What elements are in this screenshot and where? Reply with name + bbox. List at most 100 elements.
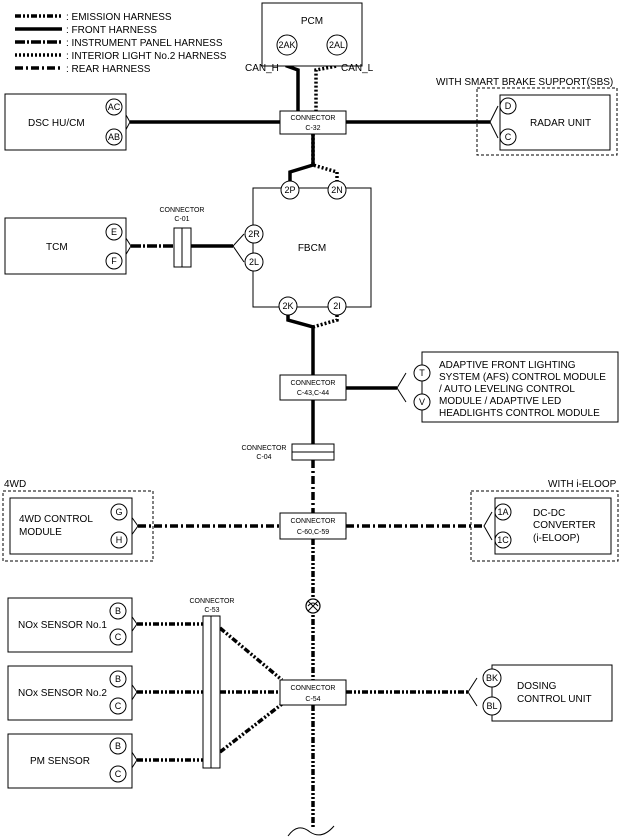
radar-pin-c [499,128,517,146]
nox1-pin-c-label: C [115,632,122,642]
fbcm-pin-2n-label: 2N [331,185,343,195]
fourwd-label-line-1: 4WD CONTROL [19,514,93,525]
connector-c60-c59: CONNECTOR C-60,C-59 [279,512,347,540]
nox1-module: NOx SENSOR No.1 B C [7,597,133,653]
pm-pin-c-label: C [115,769,122,779]
wire-c32-fbcm-2n [311,134,339,182]
dosing-pin-bl [482,696,502,716]
dosing-pin-bk [482,668,502,688]
connector-c43-c44-title: CONNECTOR [291,380,336,387]
nox1-label: NOx SENSOR No.1 [18,620,107,631]
connector-c60-c59-id: C-60,C-59 [297,529,329,536]
wire-pcm-can-l [314,51,339,111]
dsc-module: DSC HU/CM AC AB [4,93,127,151]
dosing-box [491,664,613,722]
nox2-module: NOx SENSOR No.2 B C [7,665,133,721]
connector-c43-c44-box [279,374,347,401]
dcdc-box [494,497,612,555]
nox1-pin-b [109,602,127,620]
tcm-pin-e-label: E [111,227,117,237]
wires [121,51,499,837]
pcm-pin-2al [326,34,348,56]
dsc-pin-ab-label: AB [108,132,120,142]
connector-c54-id: C-54 [305,696,320,703]
radar-module: RADAR UNIT D C [499,94,611,151]
afs-pin-v-label: V [419,397,425,407]
pm-pin-b [109,737,127,755]
fbcm-pin-2p [280,180,300,200]
can-h-label: CAN_H [245,63,279,74]
fbcm-pin-2l [244,252,264,272]
dosing-label-line-2: CONTROL UNIT [517,694,592,705]
connector-c04-id: C-04 [256,454,271,461]
connector-c01: CONNECTOR C-01 [160,207,205,268]
fbcm-pin-2p-label: 2P [284,185,295,195]
wire-fbcm-left-pin-join [232,233,245,263]
dsc-pin-ab [105,128,123,146]
connector-c43-c44-id: C-43,C-44 [297,390,329,397]
ieloop-group-label: WITH i-ELOOP [548,479,617,490]
fourwd-group-label: 4WD [4,479,26,490]
dcdc-label-line-1: DC-DC [533,508,565,519]
radar-pin-c-label: C [505,132,512,142]
connector-c32-box [279,110,347,135]
dsc-box [4,93,127,151]
fourwd-pin-h [110,531,128,549]
tcm-module: TCM E F [4,217,127,275]
nox2-pin-b-label: B [115,674,121,684]
tcm-label: TCM [46,242,68,253]
pm-label: PM SENSOR [30,756,90,767]
fbcm-module: FBCM 2P 2N 2R 2L 2K 2I [244,180,372,316]
sbs-group-label: WITH SMART BRAKE SUPPORT(SBS) [436,77,613,88]
radar-pin-d [499,97,517,115]
legend-rear-label: : REAR HARNESS [66,64,151,75]
afs-label-line-4: MODULE / ADAPTIVE LED [439,396,561,407]
connector-c60-c59-title: CONNECTOR [291,518,336,525]
afs-box [421,351,619,423]
dcdc-label-line-3: (i-ELOOP) [533,533,580,544]
connector-c53: CONNECTOR C-53 [190,598,235,769]
pcm-pin-2ak [276,34,298,56]
connector-c32-id: C-32 [305,125,320,132]
afs-label-line-3: / AUTO LEVELING CONTROL [439,384,575,395]
connector-c04-title: CONNECTOR [242,445,287,452]
nox1-pin-c [109,628,127,646]
dcdc-pin-1c [494,531,512,549]
tcm-pin-f [105,252,123,270]
wire-dcdc-pin-join [483,511,493,541]
pcm-box [261,2,363,67]
pcm-label: PCM [301,16,323,27]
fbcm-pin-2i [327,296,347,316]
tcm-pin-f-label: F [111,256,117,266]
fbcm-pin-2n [327,180,347,200]
legend: : EMISSION HARNESS : FRONT HARNESS : INS… [15,12,227,75]
fourwd-pin-h-label: H [116,535,123,545]
wire-fbcm-2i-c43 [312,315,339,329]
legend-emission-label: : EMISSION HARNESS [66,12,172,23]
connector-c53-title: CONNECTOR [190,598,235,605]
fbcm-pin-2k [278,296,298,316]
fbcm-pin-2l-label: 2L [249,257,259,267]
fourwd-pin-g-label: G [115,507,122,517]
dosing-module: DOSING CONTROL UNIT BK BL [482,664,613,722]
fbcm-pin-2k-label: 2K [282,301,293,311]
afs-label-line-2: SYSTEM (AFS) CONTROL MODULE [439,372,606,383]
dcdc-pin-1a [494,503,512,521]
wire-radar-pin-join [489,105,499,139]
fbcm-label: FBCM [298,243,326,254]
dosing-pin-bl-label: BL [486,701,497,711]
afs-label-line-5: HEADLIGHTS CONTROL MODULE [439,408,600,419]
connector-c54-box [279,679,347,706]
tcm-box [4,217,127,275]
pcm-pin-2ak-label: 2AK [278,40,295,50]
dsc-pin-ac [105,98,123,116]
fourwd-box [9,497,133,555]
connector-c53-id: C-53 [204,607,219,614]
wire-fbcm-2k-c43 [286,315,315,375]
nox2-pin-c [109,697,127,715]
connector-c01-title: CONNECTOR [160,207,205,214]
tcm-pin-e [105,223,123,241]
dosing-pin-bk-label: BK [486,673,498,683]
ieloop-group-box [470,490,619,562]
afs-pin-t-label: T [419,368,425,378]
